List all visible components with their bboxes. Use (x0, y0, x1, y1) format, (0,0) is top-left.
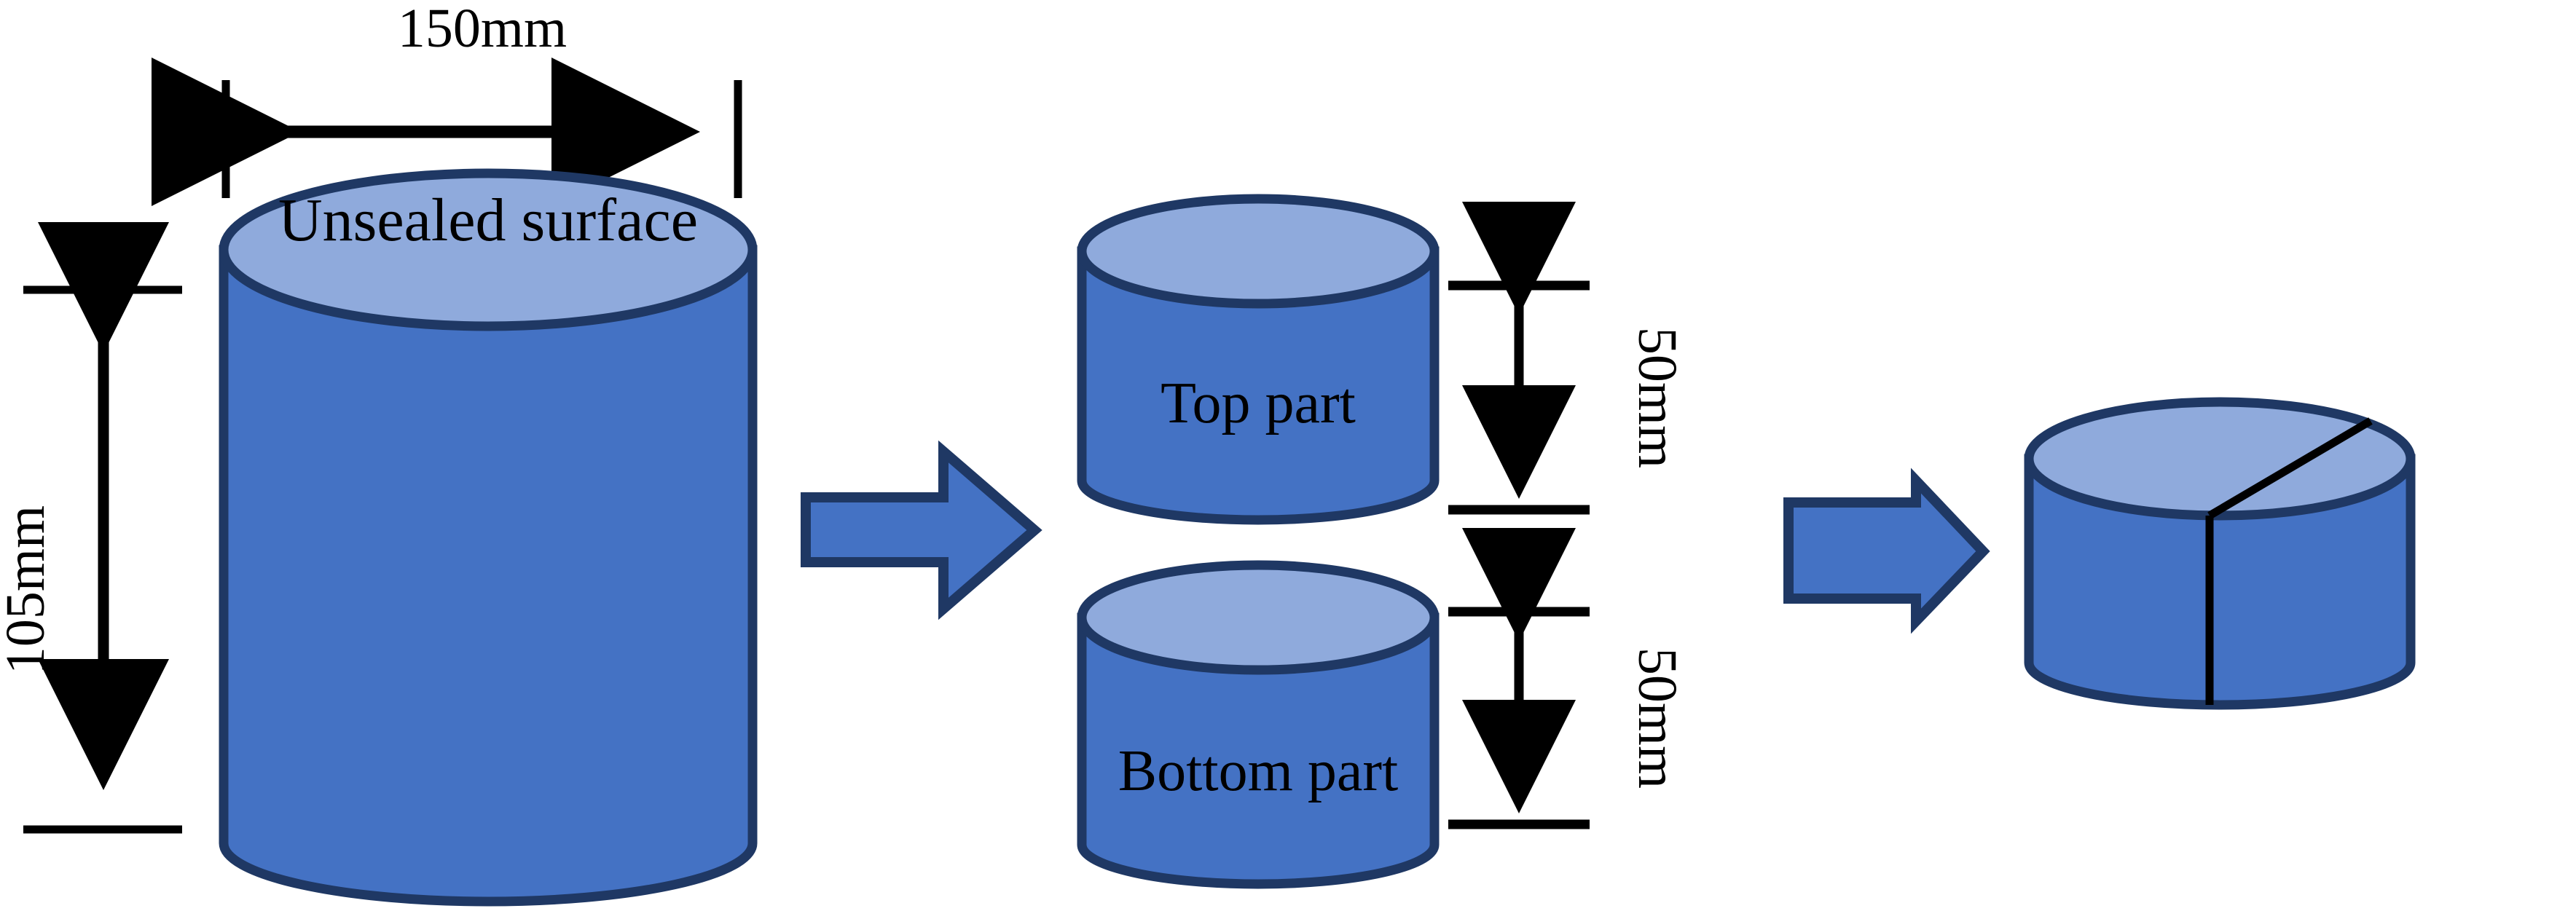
cylinder-body-sectioned (2024, 454, 2416, 710)
dimension-label-50mm-bottom: 50mm (1627, 647, 1688, 789)
dimension-label-150mm: 150mm (398, 0, 567, 59)
dimension-label-50mm-top: 50mm (1627, 327, 1688, 468)
cut-line-radial-top (2207, 417, 2373, 519)
cylinder-top-surface-bottom-part (1077, 560, 1440, 675)
cylinder-body-bottom-part (1077, 612, 1440, 889)
dimension-label-105mm: 105mm (0, 505, 56, 674)
cylinder-body-main (219, 245, 758, 907)
right-arrow-icon (801, 440, 1042, 620)
cylinder-top-surface-top-part (1077, 194, 1440, 309)
label-unsealed-surface: Unsealed surface (278, 186, 698, 254)
dimension-top-part-50mm: 50mm (1448, 202, 1688, 515)
right-arrow-icon (1783, 468, 1990, 634)
label-bottom-part: Bottom part (1118, 739, 1398, 803)
label-top-part: Top part (1161, 371, 1356, 435)
dimension-diameter-150mm: 150mm (152, 0, 742, 206)
stage-full-cylinder: 150mm 105mm Unsealed surface (0, 0, 758, 907)
stage-top-part: Top part 50mm (1077, 194, 1688, 525)
cylinder-top-surface-main (219, 168, 758, 331)
dimension-height-105mm: 105mm (0, 222, 182, 834)
stage-sectioned-disc (2024, 397, 2416, 710)
flow-arrow-2 (1783, 468, 1990, 634)
dimension-bottom-part-50mm: 50mm (1448, 528, 1688, 829)
cylinder-body-top-part (1077, 246, 1440, 525)
stage-bottom-part: Bottom part 50mm (1077, 528, 1688, 889)
cylinder-top-surface-sectioned (2024, 397, 2416, 521)
flow-arrow-1 (801, 440, 1042, 620)
